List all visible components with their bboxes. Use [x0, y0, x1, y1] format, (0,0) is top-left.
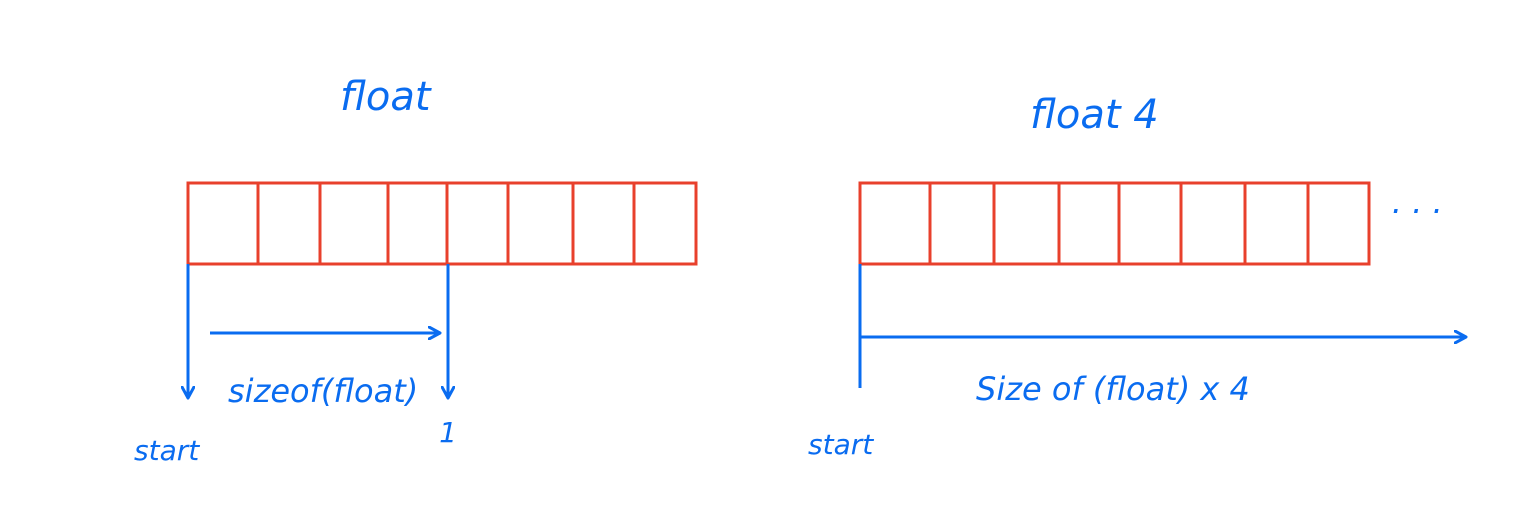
- index-one-mark: 1: [439, 416, 457, 449]
- float-panel: float start sizeof(float) 1: [134, 74, 698, 467]
- continuation-ellipsis: · · ·: [1390, 192, 1441, 230]
- sizeof-float4-label: Size of (float) x 4: [976, 370, 1250, 408]
- sizeof-float-label: sizeof(float): [228, 372, 418, 410]
- start-label: start: [134, 434, 200, 467]
- float4-title: float 4: [1030, 92, 1159, 138]
- float4-start-label: start: [808, 428, 874, 461]
- float4-byte-cells: [858, 181, 1371, 266]
- float-title: float: [340, 74, 432, 120]
- float4-panel: float 4 · · · start Size of (float) x 4: [808, 92, 1466, 461]
- float-byte-cells: [186, 181, 698, 266]
- float4-array-outline: [858, 181, 1371, 266]
- float-array-outline: [186, 181, 698, 266]
